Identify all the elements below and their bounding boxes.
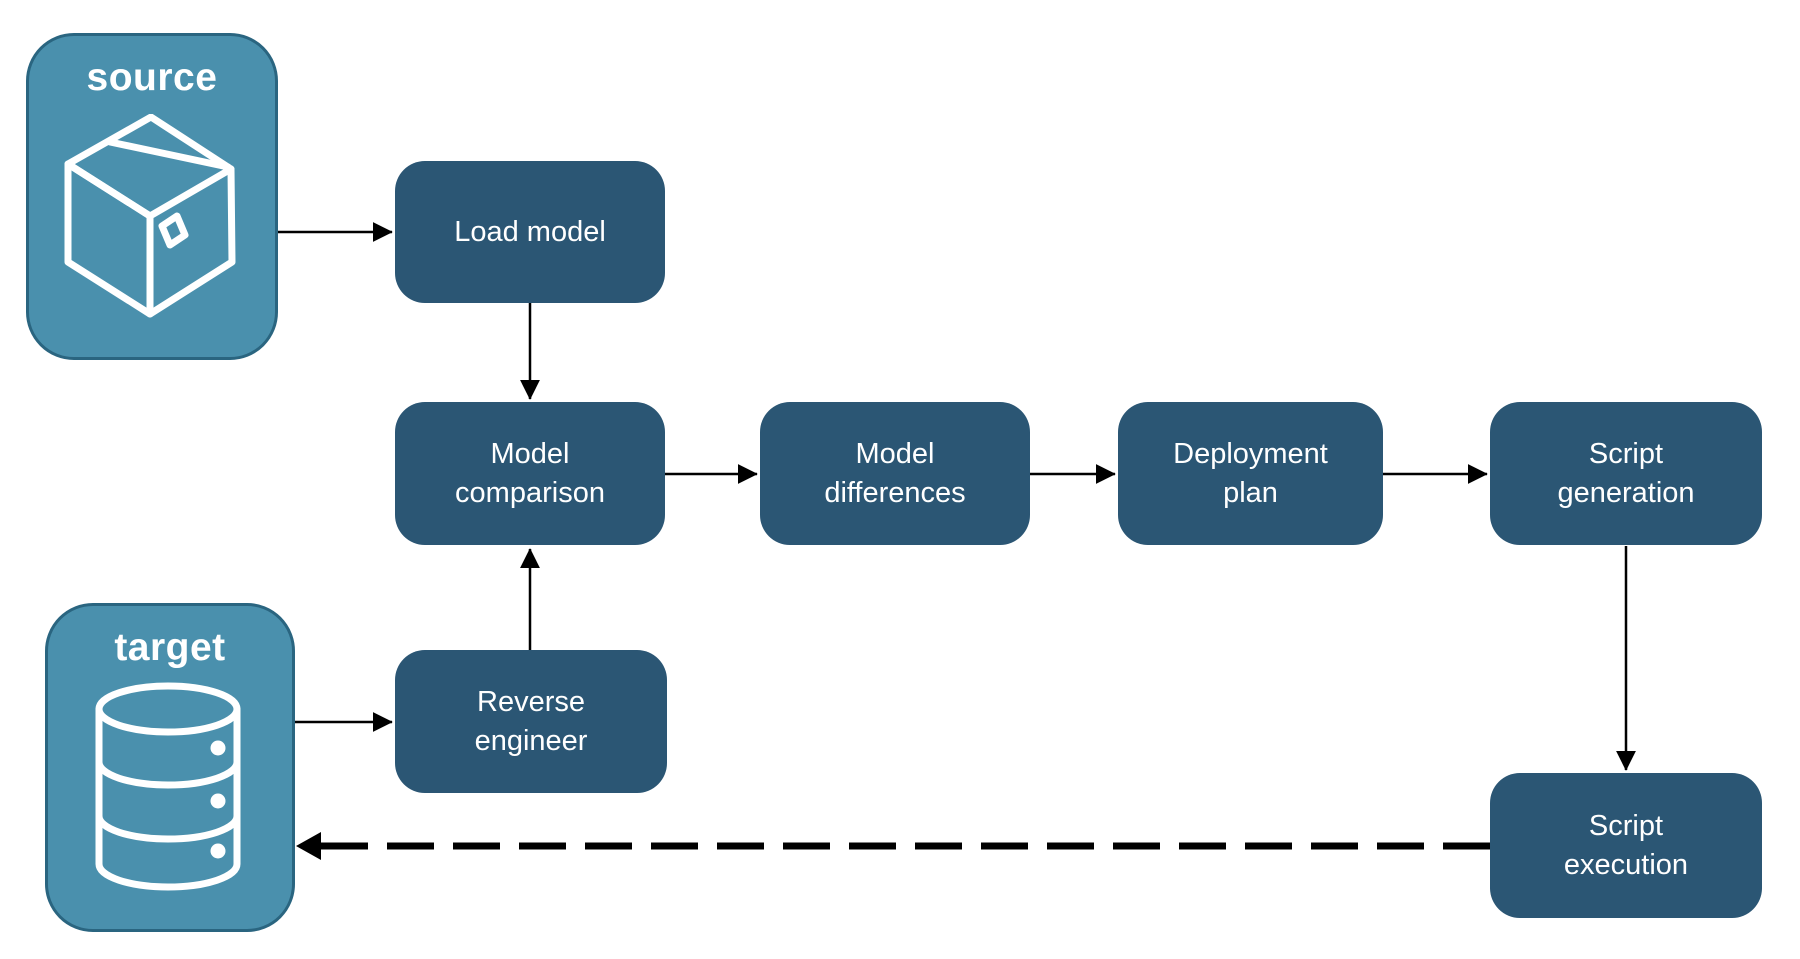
endpoint-target: target [45,603,295,932]
node-model-comparison: Model comparison [395,402,665,545]
endpoint-source: source [26,33,278,360]
node-load-model: Load model [395,161,665,303]
target-label: target [114,626,226,669]
node-script-execution: Script execution [1490,773,1762,918]
node-label: Script generation [1557,438,1695,509]
node-label: Script execution [1563,810,1689,881]
node-label: Reverse engineer [474,686,588,757]
node-label: Load model [454,215,606,248]
node-label: Model differences [824,438,966,509]
node-model-differences: Model differences [760,402,1030,545]
dashed-arrow-script-execution-to-target [296,832,1490,860]
node-reverse-engineer: Reverse engineer [395,650,667,793]
node-label: Deployment plan [1173,438,1328,509]
node-deployment-plan: Deployment plan [1118,402,1383,545]
database-icon [95,682,241,891]
source-label: source [86,56,218,99]
package-icon [64,114,236,318]
node-script-generation: Script generation [1490,402,1762,545]
node-label: Model comparison [455,438,605,509]
